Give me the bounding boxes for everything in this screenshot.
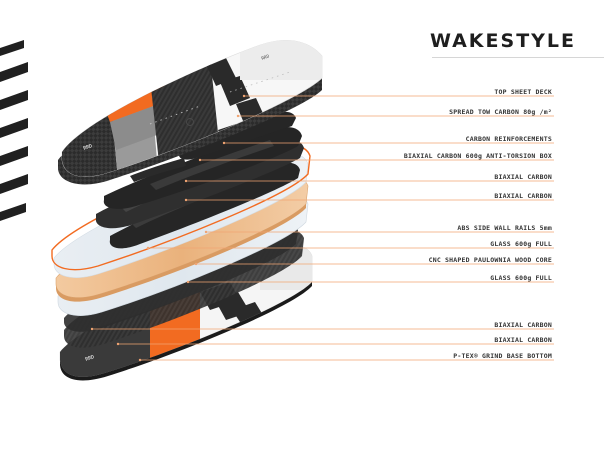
svg-text:RRD: RRD	[261, 53, 271, 62]
svg-text:RRD: RRD	[83, 143, 94, 152]
layer-label: ABS SIDE WALL RAILS 5mm	[457, 224, 552, 232]
leader-dot	[146, 246, 150, 250]
layer-carbon-reinforcements	[130, 111, 296, 182]
layer-label: BIAXIAL CARBON	[494, 321, 552, 329]
leader-dot	[198, 158, 202, 162]
layer-label: P-TEX® GRIND BASE BOTTOM	[453, 352, 552, 360]
leader-dot	[116, 342, 120, 346]
leader-dot	[222, 141, 226, 145]
layer-anti-torsion-box	[103, 127, 302, 209]
layer-label: GLASS 600g FULL	[490, 274, 552, 282]
leader-dot	[90, 327, 94, 331]
leader-dots	[90, 94, 246, 362]
leader-lines	[92, 95, 554, 361]
leader-dot	[138, 358, 142, 362]
leader-dot	[194, 262, 198, 266]
title-underline	[432, 57, 604, 58]
layer-label: BIAXIAL CARBON	[494, 192, 552, 200]
layer-label: BIAXIAL CARBON	[494, 173, 552, 181]
layer-label: TOP SHEET DECK	[494, 88, 552, 96]
layer-label: SPREAD TOW CARBON 80g /m²	[449, 108, 552, 116]
layer-label: CNC SHAPED PAULOWNIA WOOD CORE	[428, 256, 552, 264]
layer-label: BIAXIAL CARBON 600g ANTI-TORSION BOX	[403, 152, 552, 160]
leader-dot	[186, 280, 190, 284]
diagonal-stripes-decoration	[0, 40, 28, 221]
layer-label: BIAXIAL CARBON	[494, 336, 552, 344]
leader-dot	[204, 230, 208, 234]
page-title: WAKESTYLE	[430, 30, 576, 52]
leader-dot	[184, 179, 188, 183]
leader-dot	[242, 94, 246, 98]
svg-text:RRD: RRD	[85, 354, 96, 363]
layer-label: CARBON REINFORCEMENTS	[465, 135, 552, 143]
deck-insert-icon	[186, 118, 194, 126]
leader-dot	[184, 198, 188, 202]
layer-label: GLASS 600g FULL	[490, 240, 552, 248]
leader-dot	[236, 114, 240, 118]
